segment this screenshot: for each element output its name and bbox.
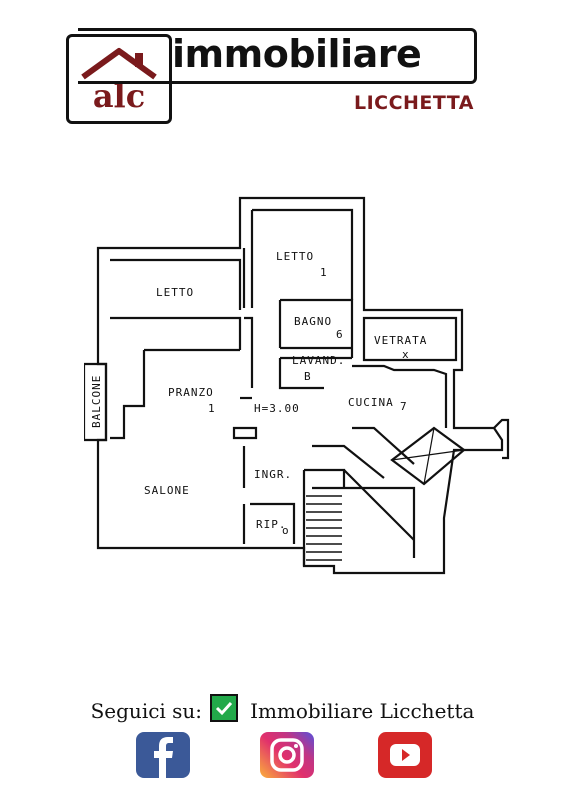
- room-label-cucina: CUCINA: [348, 396, 394, 409]
- instagram-icon[interactable]: [260, 732, 314, 778]
- room-label-letto-2: LETTO: [156, 286, 194, 299]
- floor-plan: LETTO 1 LETTO BAGNO 6 VETRATA x LAVAND. …: [84, 196, 510, 575]
- floor-plan-walls: [84, 196, 510, 575]
- room-label-rip: RIP.: [256, 518, 287, 531]
- room-label-lavand: LAVAND.: [292, 354, 345, 367]
- youtube-icon[interactable]: [378, 732, 432, 778]
- logo-subtitle: LICCHETTA: [353, 92, 474, 114]
- brand-logo: alc immobiliare LICCHETTA: [66, 28, 486, 124]
- logo-word-frame: [78, 28, 477, 84]
- room-number-pranzo: 1: [208, 402, 216, 415]
- room-label-pranzo: PRANZO: [168, 386, 214, 399]
- follow-label: Seguici su:: [90, 699, 203, 723]
- room-label-letto-1: LETTO: [276, 250, 314, 263]
- room-number-letto-1: 1: [320, 266, 328, 279]
- room-mark-vetrata: x: [402, 348, 410, 361]
- logo-wordmark: immobiliare: [172, 32, 422, 76]
- room-number-cucina: 7: [400, 400, 408, 413]
- room-label-bagno: BAGNO: [294, 315, 332, 328]
- check-icon: [210, 694, 239, 722]
- room-label-salone: SALONE: [144, 484, 190, 497]
- logo-mark-frame: alc: [66, 34, 172, 124]
- brand-name: Immobiliare Licchetta: [250, 699, 475, 723]
- room-label-vetrata: VETRATA: [374, 334, 427, 347]
- ceiling-height-label: H=3.00: [254, 402, 300, 415]
- room-mark-lavand: B: [304, 370, 312, 383]
- facebook-icon[interactable]: [136, 732, 190, 778]
- room-number-bagno: 6: [336, 328, 344, 341]
- room-label-balcone: BALCONE: [90, 375, 103, 428]
- follow-us-line: Seguici su: Immobiliare Licchetta: [0, 694, 565, 723]
- room-mark-rip: o: [282, 524, 290, 537]
- room-label-ingr: INGR.: [254, 468, 292, 481]
